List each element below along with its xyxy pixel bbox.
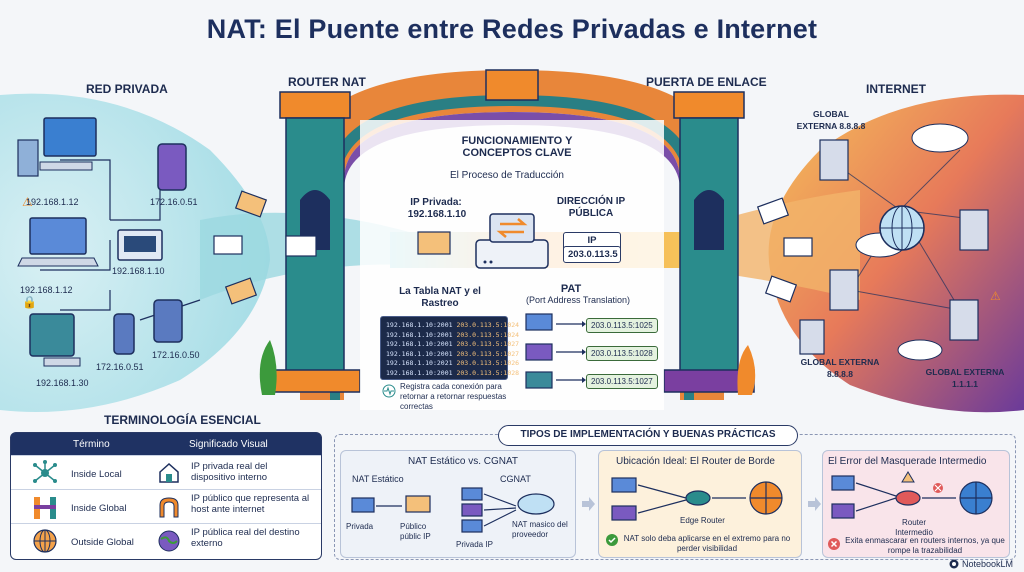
nat-table-note: Registra cada conexión para retornar a r… bbox=[400, 382, 507, 411]
nat-table-title: La Tabla NAT y el Rastreo bbox=[399, 286, 481, 309]
ip-label-4: 192.168.1.12 bbox=[20, 285, 73, 295]
p1-diagram bbox=[351, 487, 555, 533]
terminology-panel: Término Significado Visual Inside Local … bbox=[10, 432, 322, 560]
meaning-inside-global: IP público que representa al host ante i… bbox=[191, 493, 310, 515]
internet-servers: ⚠ bbox=[799, 123, 1001, 361]
house-icon bbox=[159, 462, 179, 483]
pat-devices bbox=[525, 313, 586, 389]
pat-title: PAT bbox=[560, 283, 582, 295]
table-row bbox=[11, 523, 321, 559]
internet-heading: INTERNET bbox=[866, 82, 926, 96]
p1-publico: Público públic IP bbox=[400, 522, 431, 541]
terminology-header-row bbox=[11, 433, 321, 455]
arch-icon bbox=[159, 497, 179, 518]
table-row: 192.168.1.10:2001 203.0.113.5:1027 bbox=[386, 349, 520, 358]
p2-note: NAT solo deba aplicarse en el extremo pa… bbox=[623, 534, 791, 553]
p1-cgnat: CGNAT bbox=[500, 474, 531, 484]
brand-logo-icon bbox=[949, 559, 959, 569]
brand-label: NotebookLM bbox=[962, 559, 1014, 569]
globe-icon bbox=[33, 529, 57, 553]
arrow-right-icon bbox=[808, 497, 821, 511]
gate-icon bbox=[34, 497, 56, 519]
p1-privada: Privada bbox=[346, 522, 374, 531]
private-network-devices: ⚠ 🔒 bbox=[17, 117, 201, 367]
meaning-outside-global: IP pública real del destino externo bbox=[191, 527, 300, 549]
term-outside-global: Outside Global bbox=[71, 537, 134, 548]
table-row: 192.168.1.10:2001 203.0.113.5:1024 bbox=[386, 321, 520, 329]
private-network-heading: RED PRIVADA bbox=[86, 82, 168, 96]
concepts-heading: FUNCIONAMIENTO Y CONCEPTOS CLAVE bbox=[461, 135, 573, 159]
nat-table: 192.168.1.10:2001 203.0.113.5:1024 192.1… bbox=[380, 316, 520, 380]
p2-diagram bbox=[611, 477, 783, 521]
table-row bbox=[11, 489, 321, 529]
arrow-right-icon bbox=[582, 497, 595, 511]
p3-note: Exita enmascarar en routers internos, ya… bbox=[845, 536, 1005, 555]
svg-text:⚠: ⚠ bbox=[990, 289, 1001, 303]
globe-icon bbox=[879, 205, 925, 251]
p3-diagram bbox=[831, 471, 993, 519]
pat-port-2: 203.0.113.5:1028 bbox=[586, 346, 658, 361]
public-direction-label: DIRECCIÓN IP PÚBLICA bbox=[556, 196, 626, 219]
router-small-icon bbox=[117, 229, 163, 261]
terminology-heading: TERMINOLOGÍA ESENCIAL bbox=[104, 413, 261, 427]
table-row bbox=[11, 455, 321, 495]
global-label-top: GLOBAL EXTERNA 8.8.8.8 bbox=[796, 109, 866, 131]
server-icon bbox=[799, 139, 989, 355]
p2-title: Ubicación Ideal: El Router de Borde bbox=[616, 456, 775, 467]
gateway-heading: PUERTA DE ENLACE bbox=[646, 75, 767, 89]
p1-title: NAT Estático vs. CGNAT bbox=[408, 456, 519, 467]
table-row: 192.168.1.10:2021 203.0.113.5:1026 bbox=[386, 359, 520, 367]
p3-title: El Error del Masquerade Intermedio bbox=[828, 456, 987, 467]
ip-label-1: 192.168.1.12 bbox=[26, 197, 79, 207]
term-inside-local: Inside Local bbox=[71, 469, 122, 480]
pat-subtitle: (Port Address Translation) bbox=[526, 295, 631, 305]
pat-port-1: 203.0.113.5:1025 bbox=[586, 318, 658, 333]
pat-port-3: 203.0.113.5:1027 bbox=[586, 374, 658, 389]
check-icon bbox=[606, 534, 618, 546]
ip-label-6: 172.16.0.50 bbox=[152, 350, 200, 360]
svg-text:🔒: 🔒 bbox=[22, 295, 37, 309]
term-column-header: Término bbox=[73, 439, 110, 450]
router-heading: ROUTER NAT bbox=[288, 75, 366, 89]
table-row: 192.168.1.10:2001 203.0.113.5:1028 bbox=[386, 368, 520, 377]
term-inside-global: Inside Global bbox=[71, 503, 127, 514]
globe-pin-icon bbox=[158, 530, 180, 552]
p1-static: NAT Estático bbox=[352, 474, 404, 484]
process-label: El Proceso de Traducción bbox=[450, 170, 564, 181]
network-node-icon bbox=[33, 460, 57, 483]
laptop-icon bbox=[17, 217, 99, 267]
p2-router: Edge Router bbox=[680, 516, 725, 525]
meaning-inside-local: IP privada real del dispositivo interno bbox=[191, 461, 268, 483]
private-ip-label: IP Privada: bbox=[410, 197, 462, 208]
global-label-mid: GLOBAL EXTERNA 8.8.8.8 bbox=[800, 357, 880, 379]
private-ip-value: 192.168.1.10 bbox=[407, 209, 467, 220]
table-row: 192.168.1.10:2001 203.0.113.5:1027 bbox=[386, 340, 520, 348]
heartbeat-icon bbox=[382, 384, 396, 398]
global-label-bottom: GLOBAL EXTERNA 1.1.1.1 bbox=[925, 367, 1005, 389]
practices-heading: TIPOS DE IMPLEMENTACIÓN Y BUENAS PRÁCTIC… bbox=[498, 425, 798, 446]
tablet-icon bbox=[157, 143, 187, 191]
desktop-icon bbox=[17, 117, 97, 177]
p1-masivo: NAT masico del proveedor bbox=[512, 520, 568, 539]
p1-privada-ip: Privada IP bbox=[456, 540, 493, 549]
page-title: NAT: El Puente entre Redes Privadas e In… bbox=[206, 14, 818, 44]
ip-label-2: 172.16.0.51 bbox=[150, 197, 198, 207]
ip-label-3: 192.168.1.10 bbox=[112, 266, 165, 276]
phone-icon bbox=[113, 299, 183, 355]
error-icon bbox=[828, 538, 840, 550]
ip-label-5: 172.16.0.51 bbox=[96, 362, 144, 372]
svg-text:⚠: ⚠ bbox=[22, 195, 33, 209]
p3-router: Router Intermedio bbox=[895, 518, 933, 537]
visual-column-header: Significado Visual bbox=[189, 439, 268, 450]
monitor-icon bbox=[29, 313, 81, 367]
table-row: 192.168.1.10:2001 203.0.113.5:1024 bbox=[386, 330, 520, 339]
ip-label-7: 192.168.1.30 bbox=[36, 378, 89, 388]
public-ip-value: 203.0.113.5 bbox=[563, 246, 621, 263]
